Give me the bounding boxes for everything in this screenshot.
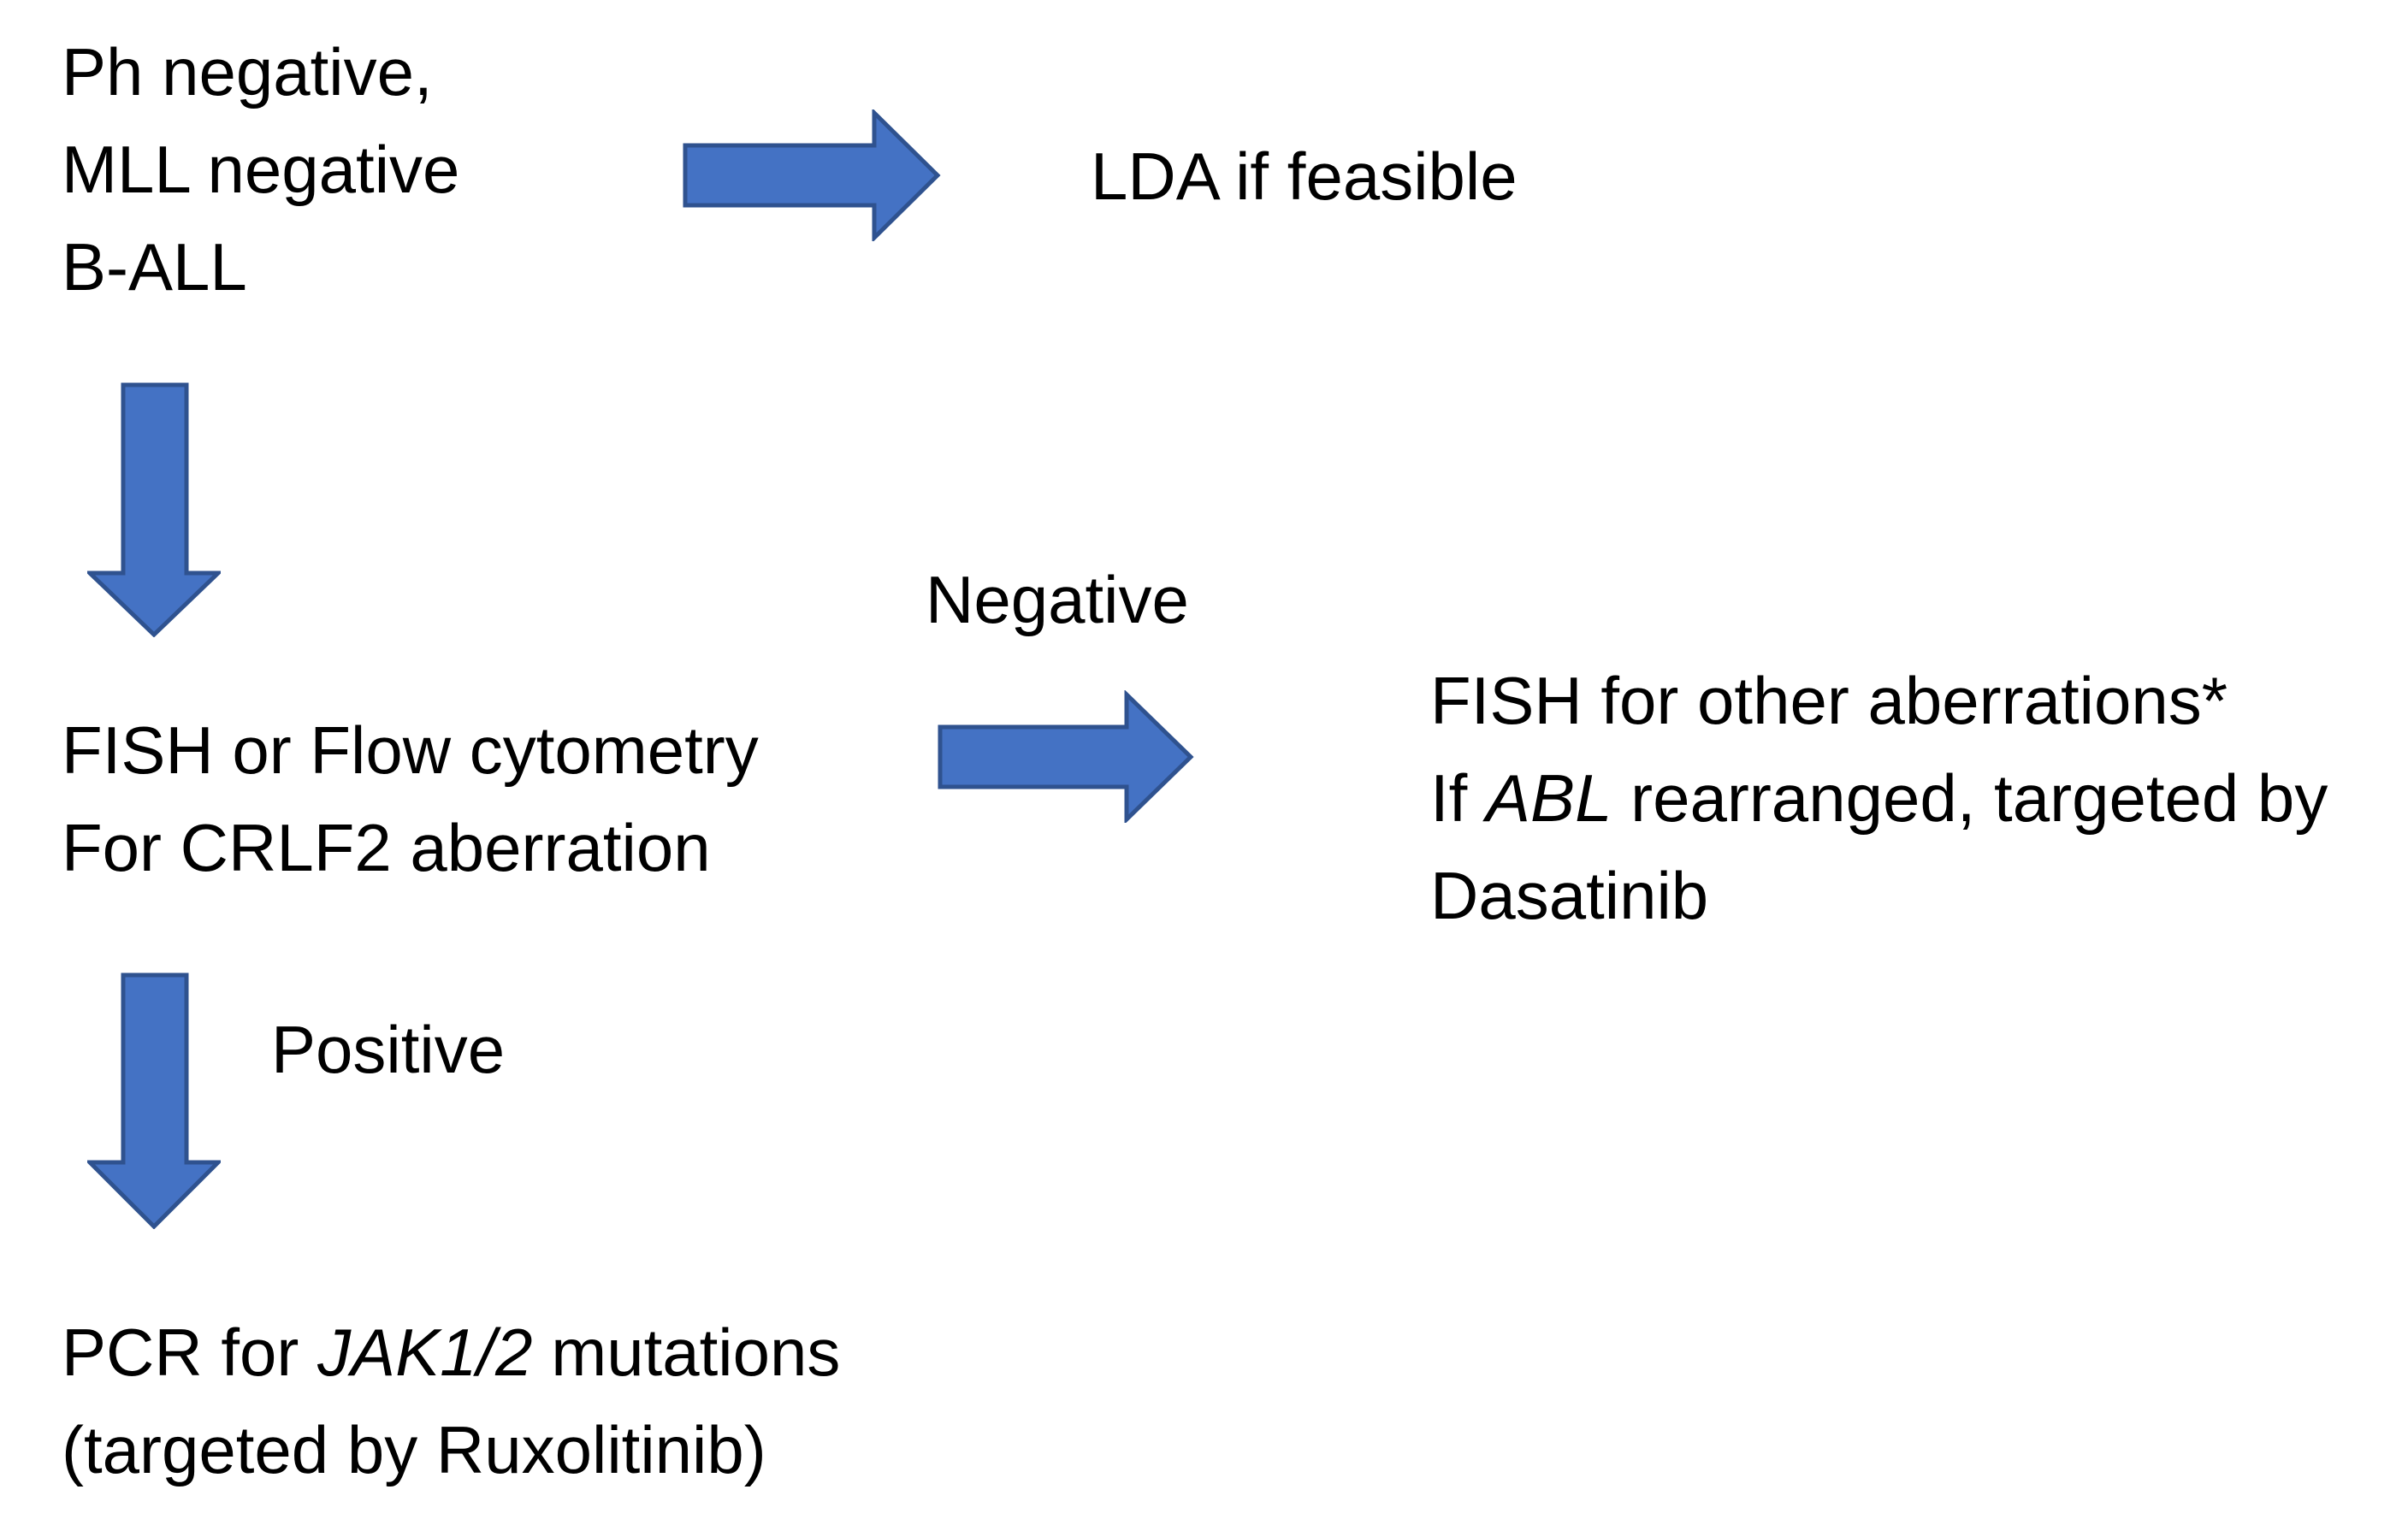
negative-branch-label: Negative: [926, 551, 1189, 648]
start-line-1: Ph negative,: [62, 34, 433, 109]
down-arrow-to-crlf2-icon: [87, 382, 221, 637]
fish-other-line-2: If ABL rearranged, targeted by: [1430, 749, 2328, 847]
negative-label-text: Negative: [926, 562, 1189, 637]
node-start-b-all: Ph negative, MLL negative B-ALL: [62, 23, 459, 316]
crlf2-line-2: For CRLF2 aberration: [62, 810, 711, 885]
right-arrow-to-lda-icon: [683, 109, 941, 241]
crlf2-line-1: FISH or Flow cytometry: [62, 712, 759, 788]
positive-branch-label: Positive: [271, 1001, 505, 1098]
jak-gene-italic: JAK1/2: [317, 1315, 533, 1390]
node-fish-other-aberrations: FISH for other aberrations* If ABL rearr…: [1430, 652, 2328, 944]
fish-other-line-2-pre: If: [1430, 760, 1487, 836]
start-line-3: B-ALL: [62, 229, 247, 304]
node-lda: LDA if feasible: [1091, 127, 1518, 225]
pcr-line-1-pre: PCR for: [62, 1315, 318, 1390]
fish-other-line-1: FISH for other aberrations*: [1430, 663, 2228, 738]
fish-other-line-3: Dasatinib: [1430, 858, 1709, 933]
fish-other-line-2-post: rearranged, targeted by: [1612, 760, 2328, 836]
down-arrow-positive-branch-icon: [87, 972, 221, 1229]
positive-label-text: Positive: [271, 1012, 506, 1087]
start-line-2: MLL negative: [62, 132, 460, 207]
lda-label: LDA if feasible: [1091, 139, 1518, 214]
abl-gene-italic: ABL: [1486, 760, 1612, 836]
node-crlf2-test: FISH or Flow cytometry For CRLF2 aberrat…: [62, 701, 759, 896]
pcr-line-2: (targeted by Ruxolitinib): [62, 1412, 766, 1487]
pcr-line-1-post: mutations: [532, 1315, 841, 1390]
node-pcr-jak: PCR for JAK1/2 mutations (targeted by Ru…: [62, 1303, 840, 1498]
pcr-line-1: PCR for JAK1/2 mutations: [62, 1303, 840, 1401]
right-arrow-negative-branch-icon: [938, 690, 1194, 823]
